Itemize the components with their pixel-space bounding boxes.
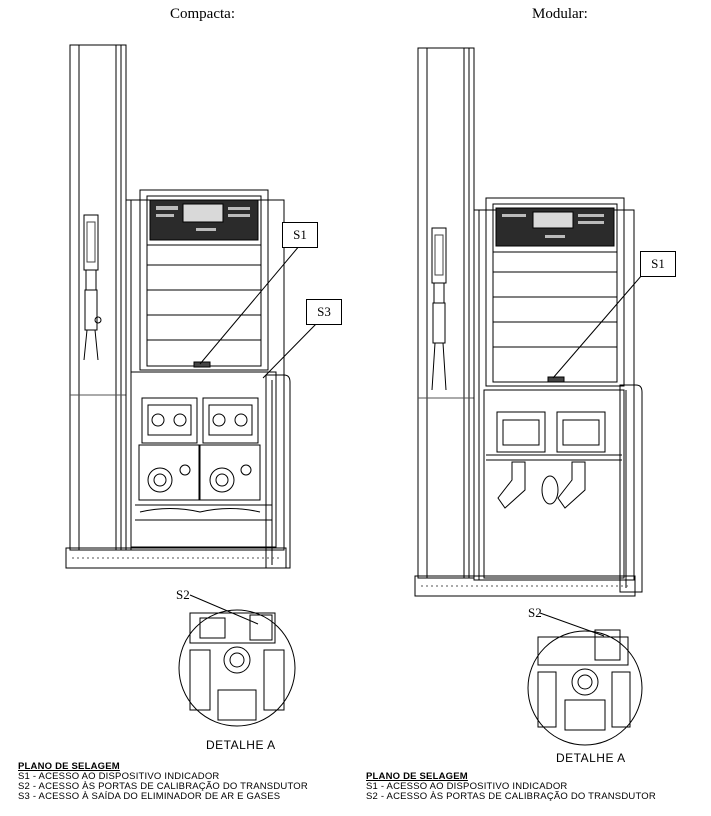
detail-s2-label-right: S2 [528, 605, 542, 620]
modular-dispenser-drawing [414, 47, 643, 597]
legend-title: PLANO DE SELAGEM [18, 761, 120, 772]
right-panel-title: Modular: [532, 6, 588, 22]
legend-item: S2 - ACESSO ÀS PORTAS DE CALIBRAÇÃO DO T… [366, 791, 656, 802]
legend-title: PLANO DE SELAGEM [366, 771, 468, 782]
detail-caption-right: DETALHE A [556, 751, 626, 765]
compacta-dispenser-drawing [65, 44, 319, 569]
detail-caption-left: DETALHE A [206, 738, 276, 752]
callout-s1-left: S1 [282, 222, 318, 248]
legend-right: PLANO DE SELAGEM S1 - ACESSO AO DISPOSIT… [366, 772, 696, 802]
legend-left: PLANO DE SELAGEM S1 - ACESSO AO DISPOSIT… [18, 762, 348, 802]
legend-item: S1 - ACESSO AO DISPOSITIVO INDICADOR [18, 771, 220, 782]
meter-right [199, 397, 261, 501]
callout-s3-left: S3 [306, 299, 342, 325]
compacta-detail-a-drawing [178, 594, 296, 727]
modular-detail-a-drawing [527, 612, 643, 746]
legend-item: S1 - ACESSO AO DISPOSITIVO INDICADOR [366, 781, 568, 792]
meter-left [138, 397, 200, 501]
callout-s1-right: S1 [640, 251, 676, 277]
legend-item: S2 - ACESSO ÀS PORTAS DE CALIBRAÇÃO DO T… [18, 781, 308, 792]
left-panel-title: Compacta: [170, 6, 235, 22]
legend-item: S3 - ACESSO À SAÍDA DO ELIMINADOR DE AR … [18, 791, 281, 802]
detail-s2-label-left: S2 [176, 587, 190, 602]
